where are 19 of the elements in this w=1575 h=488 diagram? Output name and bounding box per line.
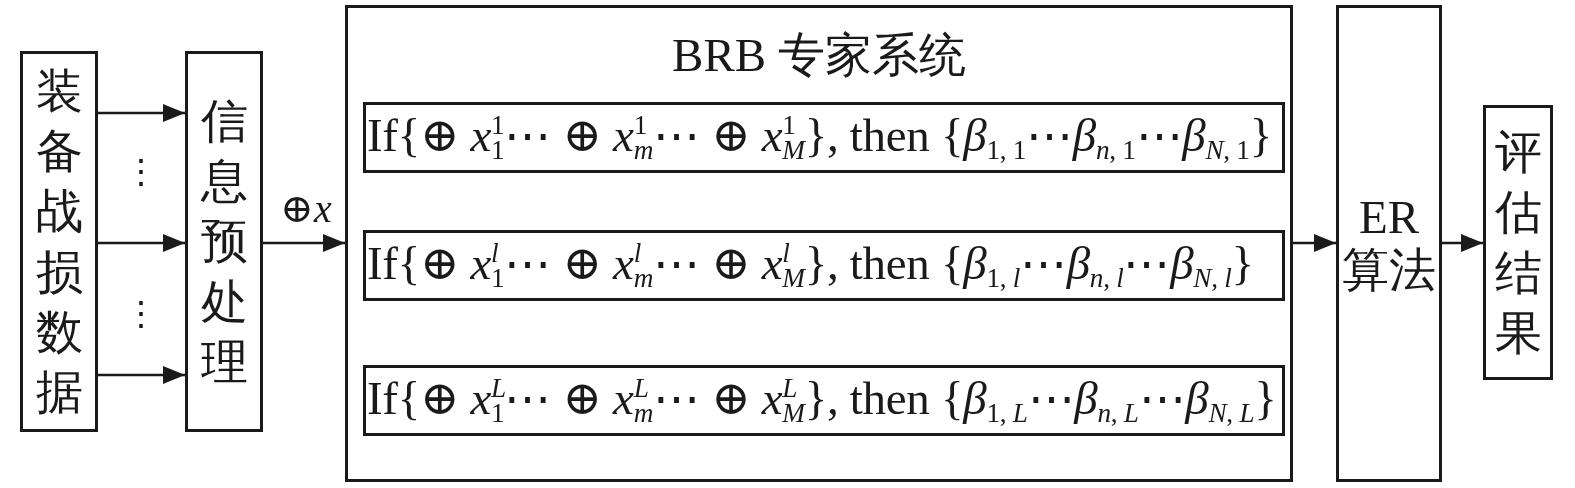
- box-label: ER 算法: [1341, 190, 1437, 297]
- system-panel: [345, 5, 1293, 482]
- arrow: [1293, 234, 1336, 252]
- arrow: [1442, 234, 1483, 252]
- arrow: [98, 104, 185, 122]
- rule-text: If{⊕ x$^{1}$$_{1}$⋯ ⊕ x$^{1}$$_{m}$⋯ ⊕ x$^{1}$$_{M}$}, then {β$_{1, 1}$⋯β$_{n}$$_{, 1}$⋯β$_{N}$$_{, 1}$}: [367, 111, 1272, 164]
- process-box: [185, 51, 263, 432]
- process-box: [1336, 5, 1442, 482]
- process-box: [1483, 105, 1553, 380]
- arrow: [98, 234, 185, 252]
- arrow: [263, 234, 345, 252]
- vertical-ellipsis: ⋮: [124, 155, 158, 189]
- box-label: 评估结果: [1494, 125, 1542, 361]
- process-box: [20, 51, 98, 432]
- box-label: 信息预处理: [200, 94, 248, 390]
- arrow: [98, 366, 185, 384]
- box-label: 装备战损数据: [35, 64, 83, 420]
- vertical-ellipsis: ⋮: [124, 297, 158, 331]
- panel-title: BRB 专家系统: [672, 30, 966, 82]
